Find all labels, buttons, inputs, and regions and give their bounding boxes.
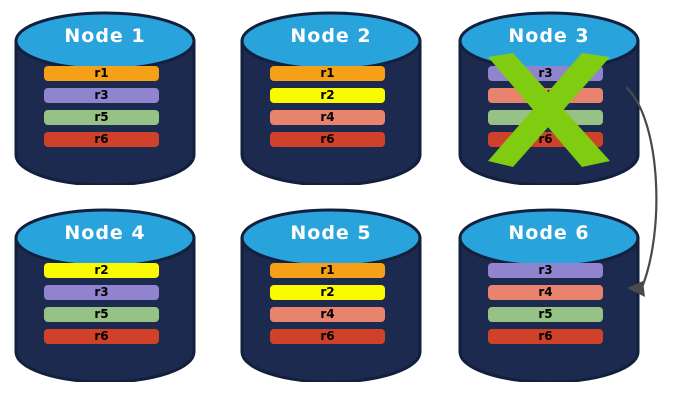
replica-bar[interactable]: r2 (44, 263, 159, 278)
replica-bar[interactable]: r4 (270, 307, 385, 322)
replica-bar[interactable]: r4 (488, 285, 603, 300)
replica-bar[interactable]: r6 (270, 132, 385, 147)
replica-bar[interactable]: r1 (44, 66, 159, 81)
node-cylinder-4[interactable]: Node 4 r2 r3 r5 r6 (14, 208, 196, 382)
node-cylinder-1[interactable]: Node 1 r1 r3 r5 r6 (14, 11, 196, 185)
replica-list-4: r2 r3 r5 r6 (44, 263, 159, 351)
replica-bar[interactable]: r5 (44, 110, 159, 125)
replica-bar[interactable]: r3 (44, 88, 159, 103)
replica-list-6: r3 r4 r5 r6 (488, 263, 603, 351)
replica-bar[interactable]: r3 (44, 285, 159, 300)
replica-bar[interactable]: r2 (270, 88, 385, 103)
replica-bar[interactable]: r6 (488, 132, 603, 147)
replica-bar[interactable]: r1 (270, 66, 385, 81)
replica-bar[interactable]: r6 (270, 329, 385, 344)
node-cylinder-3[interactable]: Node 3 r3 r4 r5 r6 (458, 11, 640, 185)
node-cylinder-6[interactable]: Node 6 r3 r4 r5 r6 (458, 208, 640, 382)
replica-bar[interactable]: r5 (44, 307, 159, 322)
replica-bar[interactable]: r6 (44, 329, 159, 344)
replica-list-1: r1 r3 r5 r6 (44, 66, 159, 154)
replica-list-2: r1 r2 r4 r6 (270, 66, 385, 154)
replica-bar[interactable]: r4 (488, 88, 603, 103)
replica-bar[interactable]: r6 (44, 132, 159, 147)
replica-bar[interactable]: r5 (488, 307, 603, 322)
replica-bar[interactable]: r2 (270, 285, 385, 300)
replica-bar[interactable]: r4 (270, 110, 385, 125)
node-cylinder-5[interactable]: Node 5 r1 r2 r4 r6 (240, 208, 422, 382)
replica-list-5: r1 r2 r4 r6 (270, 263, 385, 351)
replica-bar[interactable]: r5 (488, 110, 603, 125)
replica-list-3: r3 r4 r5 r6 (488, 66, 603, 154)
replica-bar[interactable]: r3 (488, 263, 603, 278)
replica-bar[interactable]: r1 (270, 263, 385, 278)
node-cylinder-2[interactable]: Node 2 r1 r2 r4 r6 (240, 11, 422, 185)
replica-bar[interactable]: r3 (488, 66, 603, 81)
replica-bar[interactable]: r6 (488, 329, 603, 344)
